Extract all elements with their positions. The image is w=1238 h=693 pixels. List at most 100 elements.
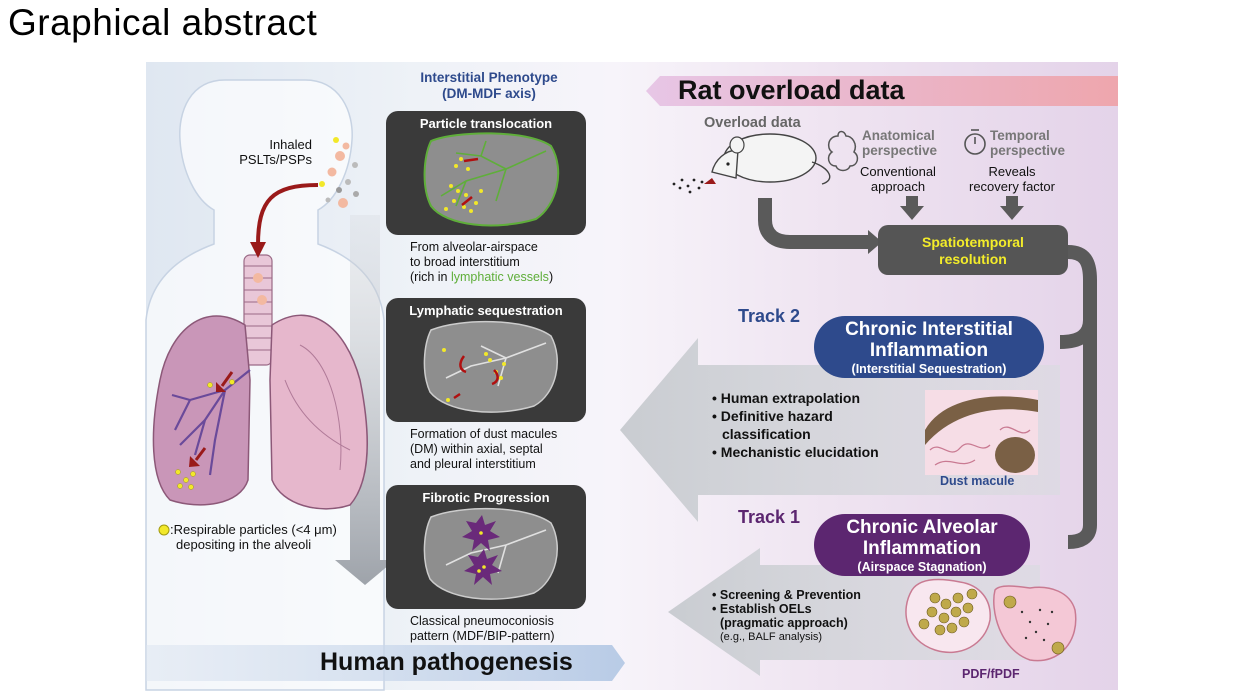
caption-line: From alveolar-airspace (410, 240, 538, 254)
bullet-item-cont: classification (712, 425, 879, 443)
pdf-fpdf-label: PDF/fPDF (962, 667, 1020, 681)
lymphatic-vessels-highlight: lymphatic vessels (450, 270, 549, 284)
temporal-perspective-label: Temporal perspective (990, 128, 1065, 158)
human-silhouette (145, 79, 385, 691)
bullet-text: Mechanistic elucidation (720, 444, 879, 460)
bullet-text: Human extrapolation (720, 390, 861, 406)
stopwatch-icon (964, 129, 986, 155)
caption-text: ) (548, 270, 554, 284)
anatomical-desc-line2: approach (870, 179, 926, 194)
temporal-down-arrow (1000, 206, 1024, 220)
card2-caption: Formation of dust macules (DM) within ax… (410, 427, 557, 472)
rat-overload-banner (646, 76, 1118, 106)
caption-text: (rich in (410, 270, 451, 284)
temporal-line1: Temporal (990, 128, 1050, 143)
human-pathogenesis-label: Human pathogenesis (320, 648, 573, 676)
track2-pill: Chronic Interstitial Inflammation (Inter… (814, 316, 1044, 378)
left-lung (152, 315, 251, 506)
card1-caption: From alveolar-airspace to broad intersti… (410, 240, 553, 285)
lung-lobe-fibrosis (423, 507, 558, 600)
bullet-item: • Human extrapolation (712, 390, 861, 406)
track2-bullets: • Human extrapolation • Definitive hazar… (712, 389, 879, 461)
track2-gray-arrow (620, 338, 1060, 522)
track2-title-line1: Chronic Interstitial (845, 319, 1013, 340)
anatomical-line1: Anatomical (862, 128, 935, 143)
caption-line: Classical pneumoconiosis (410, 614, 554, 628)
particle-legend: :Respirable particles (<4 μm) depositing… (170, 522, 337, 552)
temporal-desc-line2: recovery factor (969, 179, 1055, 194)
track1-subtitle: (Airspace Stagnation) (857, 560, 987, 574)
card-title: Lymphatic sequestration (409, 303, 563, 318)
dust-macule-label: Dust macule (940, 474, 1015, 488)
legend-line1: :Respirable particles (<4 μm) (170, 522, 337, 537)
caption-line: and pleural interstitium (410, 457, 536, 471)
inhaled-label: Inhaled PSLTs/PSPs (236, 137, 312, 167)
track2-label: Track 2 (738, 306, 801, 326)
bullet-text: Establish OELs (719, 602, 812, 616)
anatomical-icon (827, 130, 859, 172)
resolution-line2: resolution (939, 251, 1007, 267)
dust-macule-image (925, 390, 1038, 475)
temporal-description: Reveals recovery factor (962, 164, 1062, 194)
header-line1: Interstitial Phenotype (420, 70, 558, 85)
right-lung (269, 314, 368, 510)
pdf-fpdf-image (905, 578, 1077, 662)
card3-caption: Classical pneumoconiosis pattern (MDF/BI… (410, 614, 555, 644)
respirable-particle-legend-icon (158, 524, 170, 536)
inhaled-label-line2: PSLTs/PSPs (239, 152, 312, 167)
anatomical-description: Conventional approach (846, 164, 950, 194)
caption-line: pattern (MDF/BIP-pattern) (410, 629, 555, 643)
anatomical-desc-line1: Conventional (860, 164, 936, 179)
track2-subtitle: (Interstitial Sequestration) (851, 362, 1007, 376)
caption-line: Formation of dust macules (410, 427, 558, 441)
card-title: Fibrotic Progression (422, 490, 550, 505)
rat-illustration (672, 133, 831, 194)
resolution-line1: Spatiotemporal (922, 234, 1024, 250)
anatomical-perspective-label: Anatomical perspective (862, 128, 937, 158)
bullet-item-cont: (pragmatic approach) (712, 616, 861, 630)
inhalation-arrow (256, 183, 319, 246)
track1-label: Track 1 (738, 507, 801, 527)
bullet-item: • Mechanistic elucidation (712, 444, 879, 460)
bullet-item: • Definitive hazard (712, 408, 833, 424)
bullet-item: • Screening & Prevention (712, 588, 861, 602)
human-pathogenesis-banner (146, 645, 625, 681)
bullet-item: • Establish OELs (712, 602, 812, 616)
bullet-text: classification (722, 426, 811, 442)
track1-title-line1: Chronic Alveolar (846, 517, 998, 538)
lung-lobe-translocation (423, 132, 560, 227)
header-line2: (DM-MDF axis) (442, 86, 536, 101)
card-fibrotic-progression: Fibrotic Progression (386, 485, 586, 609)
bullet-text: Definitive hazard (720, 408, 833, 424)
balf-note: (e.g., BALF analysis) (720, 631, 823, 643)
caption-line: to broad interstitium (410, 255, 520, 269)
bullet-text: Screening & Prevention (719, 588, 861, 602)
spatiotemporal-resolution-text: Spatiotemporal resolution (878, 234, 1068, 268)
overload-data-label: Overload data (704, 115, 801, 131)
caption-line: (DM) within axial, septal (410, 442, 543, 456)
track2-connector (1059, 245, 1097, 349)
inhaled-particles (319, 137, 359, 208)
track1-title-line2: Inflammation (862, 538, 982, 559)
inhaled-label-line1: Inhaled (269, 137, 312, 152)
temporal-desc-line1: Reveals (988, 164, 1036, 179)
track1-pill: Chronic Alveolar Inflammation (Airspace … (814, 514, 1030, 576)
page-title: Graphical abstract (8, 2, 318, 43)
overload-flow-pipe (758, 198, 870, 249)
temporal-line2: perspective (990, 143, 1066, 158)
interstitial-phenotype-header: Interstitial Phenotype (DM-MDF axis) (394, 70, 584, 102)
rat-overload-label: Rat overload data (678, 75, 905, 105)
trachea (243, 254, 273, 366)
spatiotemporal-resolution-box (878, 225, 1068, 275)
track1-bullets: • Screening & Prevention • Establish OEL… (712, 588, 861, 630)
card-lymphatic-sequestration: Lymphatic sequestration (386, 298, 586, 422)
card-title: Particle translocation (419, 116, 553, 131)
track2-title-line2: Inflammation (869, 340, 989, 361)
bullet-text: (pragmatic approach) (720, 616, 848, 630)
anatomical-down-arrow (900, 206, 924, 220)
bronchial-tree (171, 369, 251, 476)
legend-line2: depositing in the alveoli (176, 537, 312, 552)
lung-lobe-sequestration (423, 320, 558, 413)
card-particle-translocation: Particle translocation (386, 111, 586, 235)
